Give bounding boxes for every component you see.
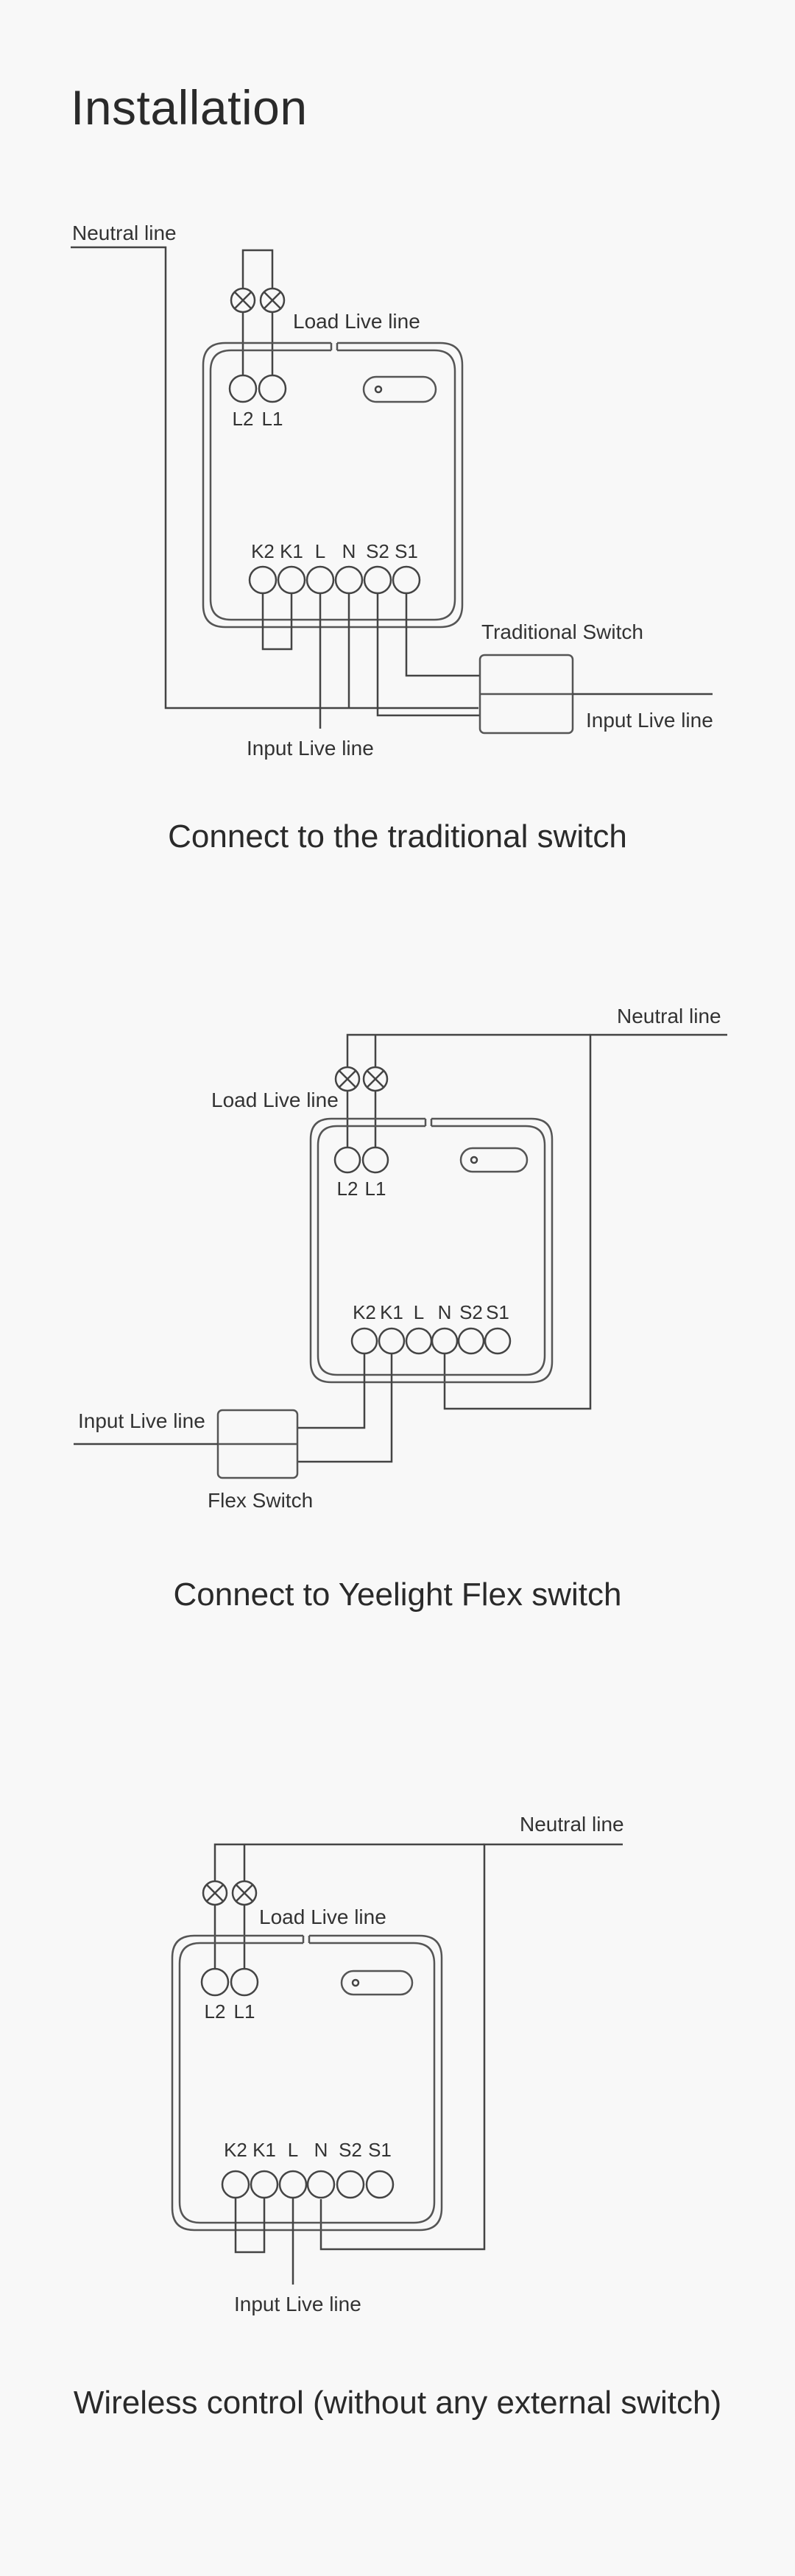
indicator-led <box>459 1147 529 1173</box>
terminal-label-k1: K1 <box>280 540 303 562</box>
terminal-label-k2: K2 <box>251 540 275 562</box>
terminal-label-l2: L2 <box>233 408 254 430</box>
indicator-led <box>340 1970 414 1996</box>
terminal-label-l1: L1 <box>365 1178 386 1200</box>
k2-wire <box>297 1354 366 1429</box>
terminal-row <box>350 1327 512 1355</box>
lamp-icon <box>362 1066 389 1092</box>
caption-wireless-control: Wireless control (without any external s… <box>73 2385 722 2421</box>
terminal-label-n: N <box>314 2139 328 2161</box>
terminal-label-k1: K1 <box>380 1301 403 1323</box>
terminal-l1 <box>361 1146 389 1174</box>
k1-wire <box>297 1354 393 1463</box>
k-bridge-wire <box>261 593 293 651</box>
relay-module <box>309 1117 554 1384</box>
diagram-traditional-switch: Neutral line Load Live line L2 L1 K2 K1 … <box>71 222 713 760</box>
load-live-line-label: Load Live line <box>211 1089 339 1111</box>
input-live-line-label: Input Live line <box>78 1409 205 1432</box>
input-live-line-right-label: Input Live line <box>586 709 713 732</box>
terminal-label-s2: S2 <box>366 540 389 562</box>
load-wire-left <box>241 249 274 256</box>
load-bus-wire <box>213 1843 484 1970</box>
terminal-label-l: L <box>288 2139 298 2161</box>
terminal-l1 <box>258 374 287 403</box>
lamp-icon <box>202 1880 228 1906</box>
traditional-switch-icon <box>478 654 574 735</box>
relay-module <box>202 342 464 629</box>
terminal-l2 <box>333 1146 361 1174</box>
terminal-label-l1: L1 <box>262 408 283 430</box>
terminal-label-l2: L2 <box>337 1178 358 1200</box>
terminal-label-k1: K1 <box>252 2139 276 2161</box>
terminal-label-s1: S1 <box>368 2139 392 2161</box>
terminal-label-n: N <box>342 540 356 562</box>
neutral-wire <box>71 246 478 710</box>
terminal-l2 <box>228 374 258 403</box>
s1-wire <box>405 593 480 677</box>
terminal-label-k2: K2 <box>353 1301 376 1323</box>
k-bridge-wire <box>234 2198 266 2254</box>
terminal-row <box>221 2170 395 2199</box>
lamp-icon <box>259 287 286 314</box>
flex-switch-label: Flex Switch <box>208 1489 313 1512</box>
input-live-line-label: Input Live line <box>247 737 374 760</box>
neutral-line-label: Neutral line <box>72 222 177 244</box>
caption-flex-switch: Connect to Yeelight Flex switch <box>173 1577 622 1613</box>
neutral-wire <box>319 1843 623 2251</box>
relay-module <box>171 1934 443 2232</box>
input-live-line-label: Input Live line <box>234 2293 361 2315</box>
lamp-icon <box>231 1880 258 1906</box>
page-title: Installation <box>71 80 308 135</box>
lamp-icon <box>230 287 256 314</box>
lamp-icon <box>334 1066 361 1092</box>
neutral-wire <box>443 1033 727 1410</box>
diagram-flex-switch: Neutral line Load Live line L2 L1 K2 K1 … <box>74 1005 727 1512</box>
terminal-label-l1: L1 <box>234 2000 255 2023</box>
terminal-label-l: L <box>315 540 325 562</box>
terminal-label-s1: S1 <box>395 540 418 562</box>
terminal-l1 <box>230 1967 259 1997</box>
terminal-row <box>248 565 421 595</box>
neutral-line-label: Neutral line <box>520 1813 624 1836</box>
terminal-label-s2: S2 <box>459 1301 483 1323</box>
terminal-label-n: N <box>438 1301 452 1323</box>
indicator-led <box>362 375 437 403</box>
flex-switch-icon <box>216 1409 299 1479</box>
s2-wire <box>376 593 480 717</box>
terminal-label-l2: L2 <box>205 2000 226 2023</box>
traditional-switch-label: Traditional Switch <box>481 620 643 643</box>
terminal-label-k2: K2 <box>224 2139 247 2161</box>
caption-traditional-switch: Connect to the traditional switch <box>168 818 627 854</box>
diagram-wireless-control: Neutral line Load Live line L2 L1 K2 K1 … <box>171 1813 624 2315</box>
neutral-line-label: Neutral line <box>617 1005 721 1027</box>
terminal-label-s1: S1 <box>486 1301 509 1323</box>
load-live-line-label: Load Live line <box>259 1906 386 1928</box>
load-bus-wire <box>346 1033 590 1148</box>
terminal-label-s2: S2 <box>339 2139 362 2161</box>
terminal-label-l: L <box>414 1301 424 1323</box>
load-live-line-label: Load Live line <box>293 310 420 333</box>
terminal-l2 <box>200 1967 230 1997</box>
